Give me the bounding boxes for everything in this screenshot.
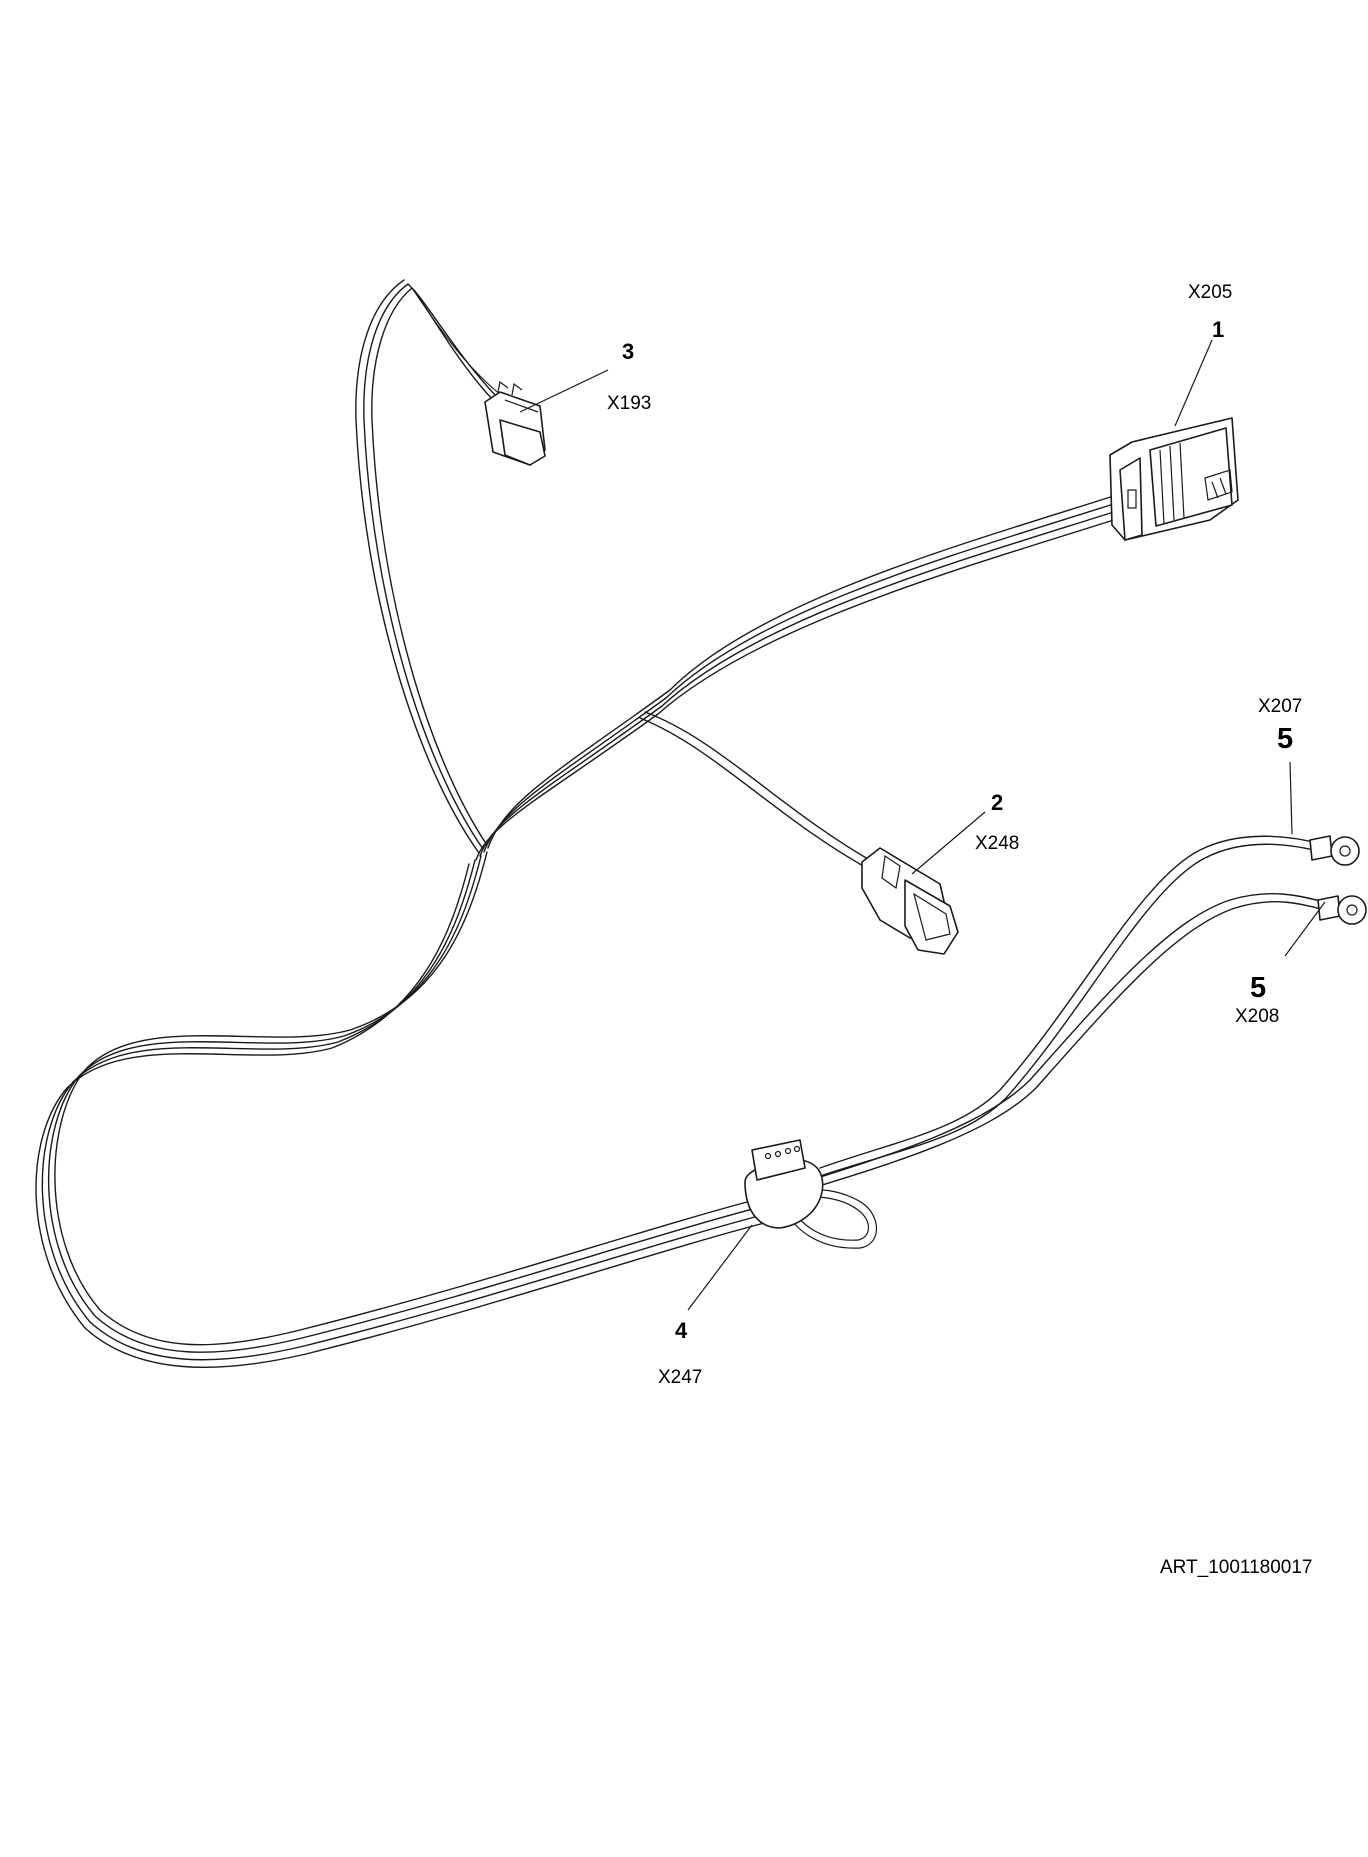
connector-x205 [1109, 417, 1239, 541]
callout-4-number: 4 [675, 1318, 688, 1343]
connector-x248 [861, 847, 959, 955]
callout-5b-code: X208 [1235, 1006, 1279, 1027]
connector-x193 [484, 380, 546, 466]
callout-5b-number: 5 [1250, 972, 1266, 1004]
callout-2-code: X248 [975, 833, 1019, 854]
ground-wires [759, 835, 1336, 1205]
callout-4-code: X247 [658, 1367, 702, 1388]
ring-terminal-x207 [1309, 835, 1360, 866]
callout-3-code: X193 [607, 393, 651, 414]
callout-3: 3 X193 [607, 339, 651, 414]
harness-branch-x248 [639, 711, 881, 873]
callout-1-number: 1 [1212, 317, 1224, 342]
callout-5a-number: 5 [1277, 723, 1293, 755]
connector-x247 [744, 1139, 878, 1249]
callout-3-number: 3 [622, 339, 634, 364]
callout-5-x207: X207 5 [1258, 696, 1302, 755]
callout-1-code: X205 [1188, 282, 1232, 303]
leader-lines [519, 339, 1326, 1311]
callout-2: 2 X248 [975, 790, 1019, 854]
callout-4: 4 X247 [658, 1318, 702, 1388]
callout-5a-code: X207 [1258, 696, 1302, 717]
callout-1: X205 1 [1188, 282, 1232, 342]
ring-terminal-x208 [1317, 895, 1367, 925]
harness-lower-loop [35, 851, 769, 1368]
callout-5-x208: 5 X208 [1235, 972, 1279, 1027]
callout-2-number: 2 [991, 790, 1003, 815]
art-id: ART_1001180017 [1160, 1557, 1312, 1578]
harness-trunk [475, 493, 1121, 861]
harness-branch-x193 [355, 279, 506, 854]
